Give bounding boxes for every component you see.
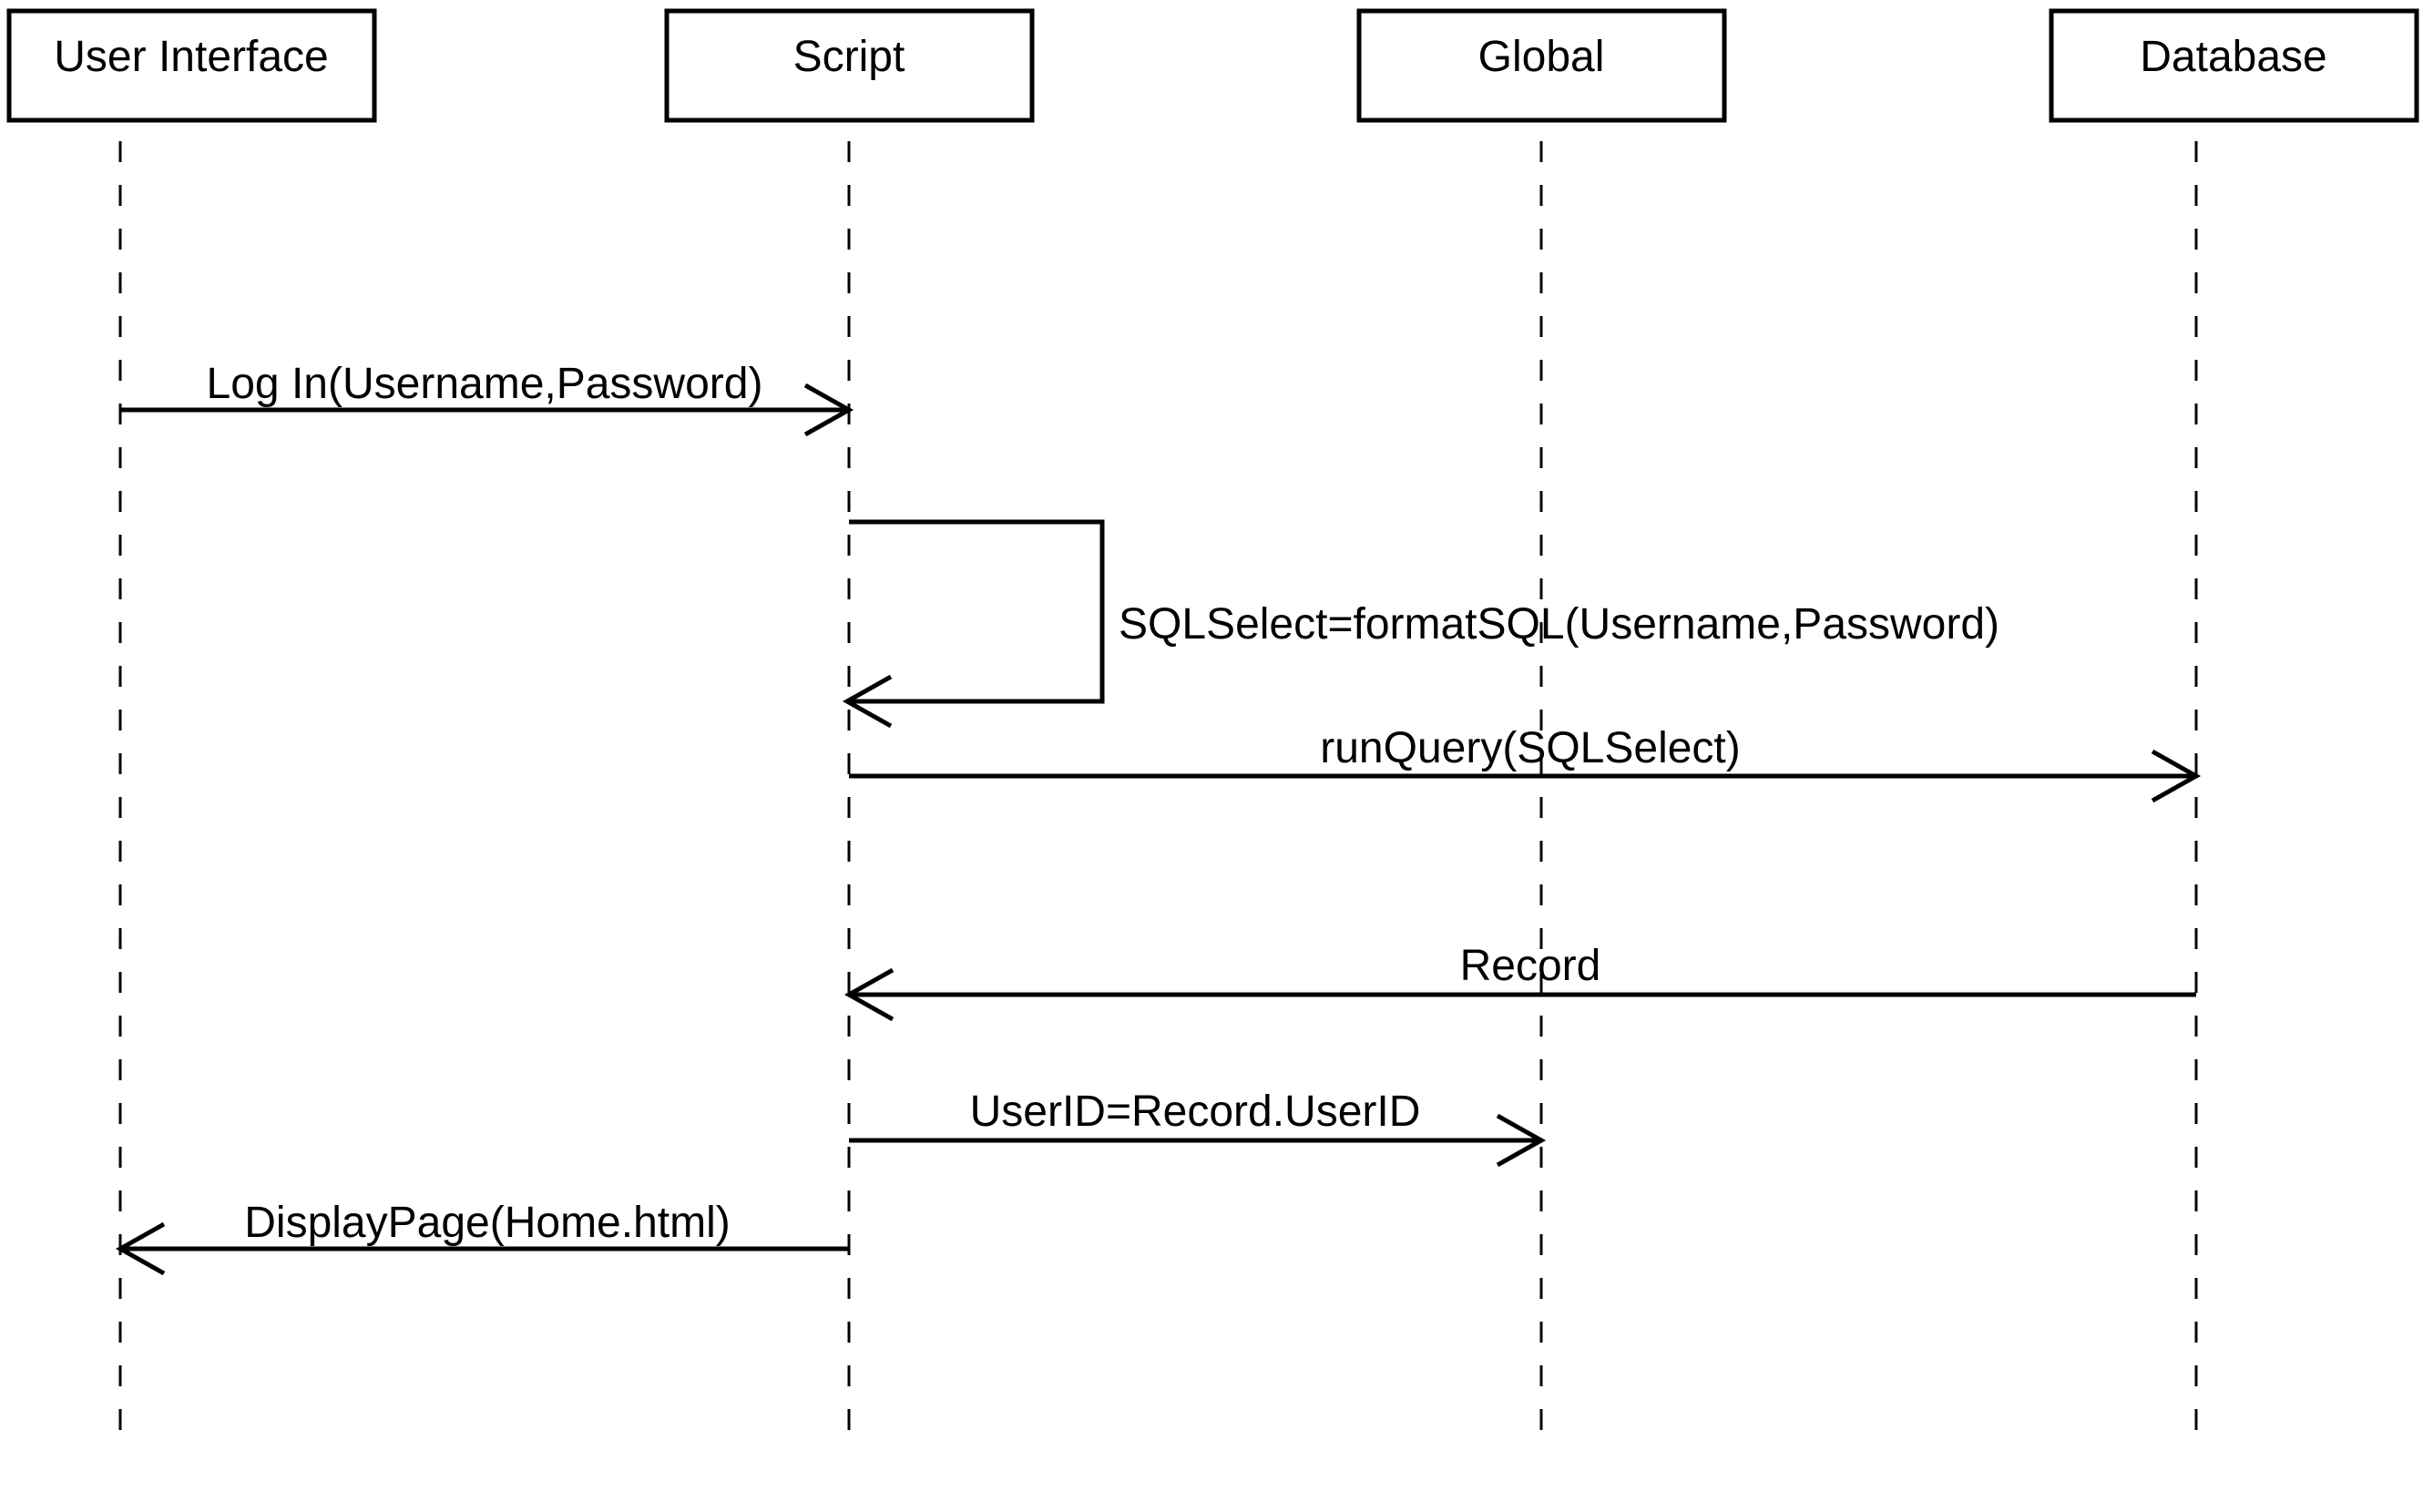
message-formatsql-arrowhead-left xyxy=(842,674,893,729)
actor-box-database xyxy=(2049,8,2419,123)
actor-database: Database xyxy=(2049,8,2419,123)
actor-box-script xyxy=(664,8,1035,123)
message-runquery-arrowhead-right xyxy=(2151,749,2202,803)
actor-label-database: Database xyxy=(2140,33,2326,81)
actor-global: Global xyxy=(1356,8,1727,123)
message-record-arrowhead-left xyxy=(843,967,895,1022)
message-displaypage: DisplayPage(Home.html) xyxy=(115,1199,849,1276)
actor-label-script: Script xyxy=(793,33,905,81)
actor-user-interface: User Interface xyxy=(6,8,377,123)
actor-label-user-interface: User Interface xyxy=(54,33,328,81)
message-login-label: Log In(Username,Password) xyxy=(207,360,763,408)
message-userid-label: UserID=Record.UserID xyxy=(970,1088,1421,1136)
message-formatsql-label: SQLSelect=formatSQL(Username,Password) xyxy=(1119,600,1999,649)
message-formatsql-path xyxy=(849,519,1105,704)
message-login-arrowhead-right xyxy=(803,383,854,437)
message-record-label: Record xyxy=(1460,942,1601,990)
message-record: Record xyxy=(843,942,2196,1022)
message-login: Log In(Username,Password) xyxy=(120,360,854,437)
actor-script: Script xyxy=(664,8,1035,123)
actor-label-global: Global xyxy=(1478,33,1605,81)
actor-box-user-interface xyxy=(6,8,377,123)
message-displaypage-arrowhead-left xyxy=(115,1221,166,1276)
message-runquery: runQuery(SQLSelect) xyxy=(849,724,2202,803)
message-userid-arrowhead-right xyxy=(1496,1113,1547,1168)
message-userid: UserID=Record.UserID xyxy=(849,1088,1547,1168)
message-formatsql-self: SQLSelect=formatSQL(Username,Password) xyxy=(842,519,1999,729)
message-runquery-label: runQuery(SQLSelect) xyxy=(1320,724,1741,772)
actor-box-global xyxy=(1356,8,1727,123)
message-displaypage-label: DisplayPage(Home.html) xyxy=(244,1199,731,1247)
